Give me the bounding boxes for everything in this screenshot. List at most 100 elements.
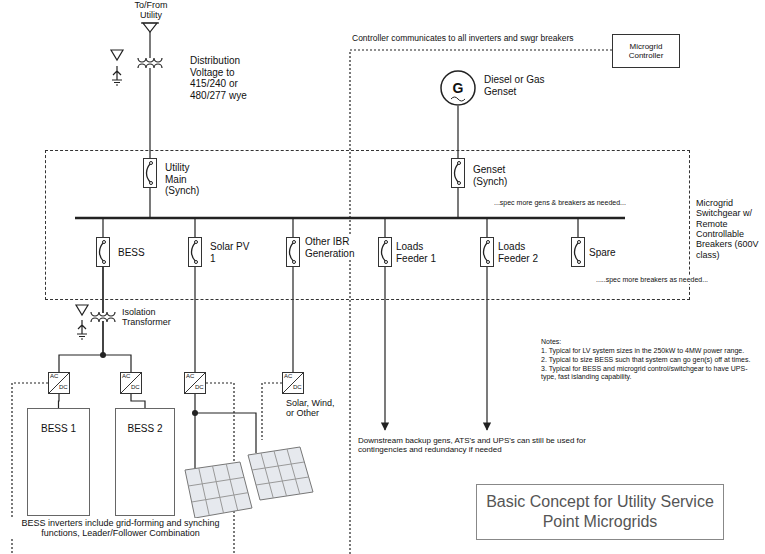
- breaker-terminal: [578, 241, 581, 244]
- breaker-contact: [100, 242, 105, 262]
- node-label: AC: [186, 373, 196, 380]
- junction-dot: [192, 410, 198, 416]
- title-box: Basic Concept for Utility Service Point …: [476, 484, 724, 540]
- inverter-outline: [121, 373, 142, 394]
- breaker-contact: [290, 242, 295, 262]
- utility-wire: [149, 68, 150, 158]
- inverter-outline: [49, 373, 70, 394]
- breaker-symbol: Genset (Synch): [451, 158, 465, 188]
- junction-dot: [100, 352, 106, 358]
- service-wire: [149, 32, 150, 58]
- load-feeder-arrow: [384, 267, 385, 430]
- inverter-diagonal: [185, 373, 206, 394]
- breaker-terminal: [385, 241, 388, 244]
- text-holder: Microgrid Controller: [613, 42, 679, 60]
- node-text: G: [453, 80, 464, 96]
- breaker-symbol: BESS: [96, 237, 110, 267]
- node-label: Diesel or Gas Genset: [484, 74, 556, 97]
- breaker-terminal: [458, 182, 461, 185]
- note-text: 3. Typical for BESS and microgrid contro…: [541, 365, 759, 381]
- inverter-symbol: AC DC: [282, 372, 304, 394]
- annotation-label: ...spec more gens & breakers as needed..…: [494, 199, 626, 207]
- controller-box: Microgrid Controller: [612, 34, 680, 68]
- breaker-symbol: Utility Main (Synch): [143, 158, 157, 188]
- panel-cell-line: [226, 464, 238, 511]
- inverter-diagonal: [121, 373, 142, 394]
- node-label: Loads Feeder 2: [498, 241, 548, 264]
- breaker-symbol: Spare: [571, 237, 585, 267]
- breaker-symbol-outline: [451, 158, 465, 188]
- wye-ground-symbol: [112, 66, 122, 85]
- annotation-label: Isolation Transformer: [122, 307, 182, 328]
- solar-panel: [248, 447, 313, 500]
- breaker-symbol-outline: [143, 158, 157, 188]
- transformer-primary-coil: [138, 58, 162, 62]
- breaker-outline: [189, 238, 202, 267]
- transformer-secondary-coil: [138, 64, 162, 68]
- inverter-outline: [283, 373, 304, 394]
- connectors: [59, 106, 459, 408]
- breaker-terminal: [487, 261, 490, 264]
- breaker-outline: [144, 159, 157, 188]
- inverter-symbol: ACDC: [184, 372, 206, 394]
- breaker-outline: [97, 238, 110, 267]
- breaker-symbol: Solar PV 1: [188, 237, 202, 267]
- load-feeder-arrow: [486, 267, 487, 430]
- node-label: DC: [293, 384, 303, 391]
- isolation-primary-coil: [91, 312, 115, 316]
- breaker-outline: [452, 159, 465, 188]
- panel-cell-line: [287, 449, 300, 494]
- node-label: DC: [131, 384, 141, 391]
- panel-cell-line: [252, 462, 304, 470]
- panel-cell-line: [188, 477, 244, 486]
- note-text: 1. Typical for LV system sizes in the 25…: [541, 347, 759, 355]
- node-label: DC: [59, 384, 69, 391]
- breaker-outline: [572, 238, 585, 267]
- breaker-symbol-outline: [571, 237, 585, 267]
- breaker-symbol-outline: [286, 237, 300, 267]
- breaker-symbol: Loads Feeder 1: [378, 237, 392, 267]
- text-holder: BESS 1: [41, 423, 76, 435]
- sine-symbol: [451, 97, 465, 101]
- annotation-label: Solar, Wind, or Other: [286, 398, 336, 419]
- annotation-label: .....spec more breakers as needed...: [596, 276, 708, 284]
- node-label: Microgrid Switchgear w/ Remote Controlla…: [696, 198, 760, 260]
- inverter-symbol: ACDC: [120, 372, 142, 394]
- text-holder: BESS 2: [127, 423, 162, 435]
- breaker-contact: [484, 242, 489, 262]
- panel-cell-line: [256, 477, 309, 485]
- inverter-diagonal: [283, 373, 304, 394]
- panel-cell-line: [261, 453, 273, 498]
- node-label: AC: [50, 373, 60, 380]
- breaker-symbol-outline: [378, 237, 392, 267]
- switchgear-region: Microgrid Switchgear w/ Remote Controlla…: [45, 150, 690, 300]
- layout-shape: [76, 305, 115, 339]
- wire-connector: [131, 394, 145, 408]
- inverter-outline: [185, 373, 206, 394]
- breaker-terminal: [293, 241, 296, 244]
- breaker-symbol-outline: [188, 237, 202, 267]
- breaker-contact: [455, 163, 460, 183]
- solar-dc-wire: [195, 394, 256, 469]
- wire-connector: [58, 394, 60, 408]
- breaker-contact: [147, 163, 152, 183]
- control-comm-line: [350, 50, 612, 554]
- title-text: Basic Concept for Utility Service Point …: [477, 492, 723, 532]
- utility-source-triangle: [143, 23, 157, 32]
- annotation-label: Distribution Voltage to 415/240 or 480/2…: [190, 55, 270, 101]
- breaker-contact: [575, 242, 580, 262]
- battery-box: BESS 1: [27, 408, 90, 516]
- solar-panel: [185, 462, 252, 518]
- wire-connector: [194, 267, 195, 372]
- genset-circle: GDiesel or Gas Genset: [440, 70, 476, 106]
- breaker-terminal: [293, 261, 296, 264]
- breaker-terminal: [487, 241, 490, 244]
- battery-box: BESS 2: [115, 408, 175, 516]
- node-label: AC: [284, 373, 294, 380]
- annotation-label: BESS inverters include grid-forming and …: [8, 518, 233, 539]
- node-text: Microgrid Controller: [613, 42, 679, 60]
- panel-cell-line: [213, 466, 224, 513]
- delta-symbol: [111, 50, 123, 60]
- breaker-symbol-outline: [96, 237, 110, 267]
- breaker-contact: [192, 242, 197, 262]
